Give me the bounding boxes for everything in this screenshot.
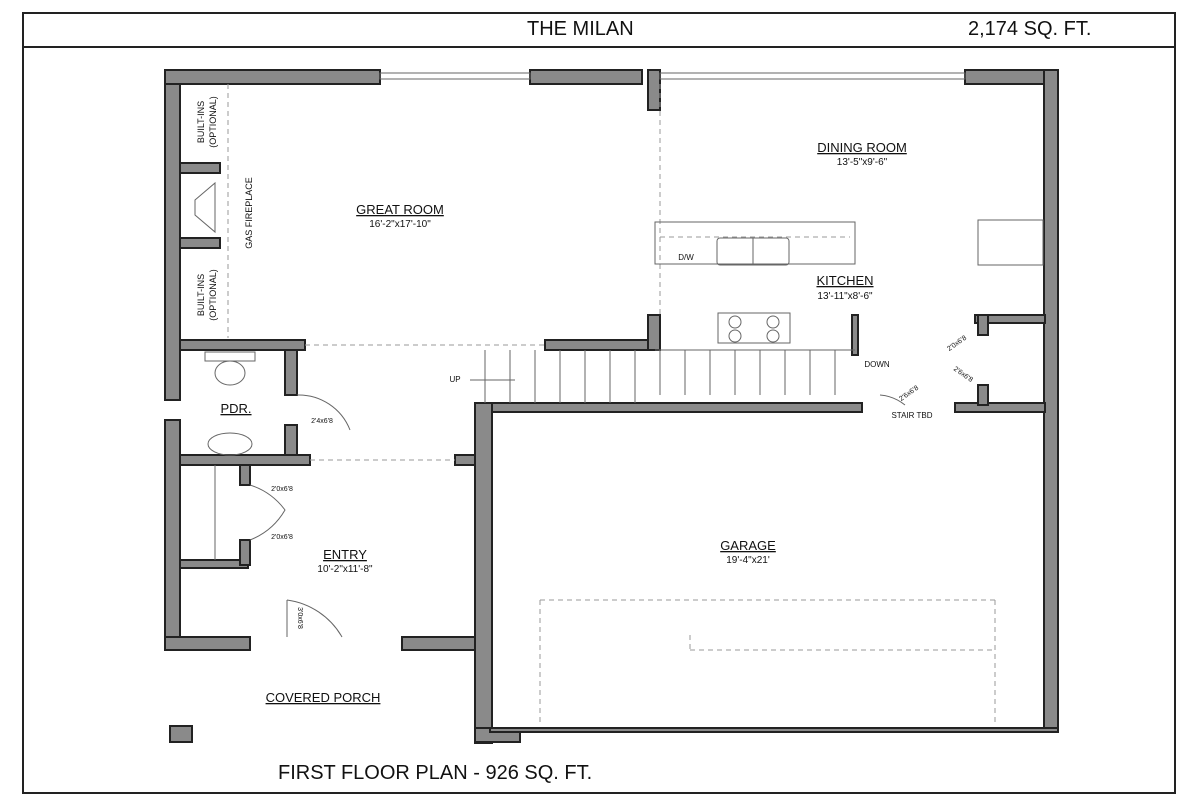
wall <box>474 402 493 744</box>
fireplace-icon <box>194 181 216 234</box>
down-label: DOWN <box>864 360 890 369</box>
wall <box>491 402 863 413</box>
optional-label: (OPTIONAL) <box>208 96 218 148</box>
door-label: 2'6x6'8 <box>898 385 920 403</box>
builtins-label: BUILT-INS <box>196 274 206 316</box>
wall <box>284 349 298 396</box>
wall <box>164 69 181 401</box>
door-label: 2'0x6'8 <box>271 534 293 541</box>
kitchen-name: KITCHEN <box>816 273 873 288</box>
dashed-lines <box>227 84 996 725</box>
garage-size: 19'-4"x21' <box>726 555 770 566</box>
stair-tbd-label: STAIR TBD <box>891 411 932 420</box>
wall <box>954 402 1046 413</box>
wall <box>977 384 989 406</box>
garage-name: GARAGE <box>720 538 776 553</box>
optional-label: (OPTIONAL) <box>208 269 218 321</box>
door-label: 3'0x6'8 <box>296 607 303 629</box>
wall <box>164 636 251 651</box>
wall <box>164 419 181 651</box>
wall <box>544 339 661 351</box>
wall <box>529 69 643 85</box>
toilet-icon <box>214 360 246 386</box>
fixtures <box>194 72 1044 638</box>
entry-size: 10'-2"x11'-8" <box>317 564 373 575</box>
door-swing <box>249 484 286 541</box>
door-swing <box>879 394 906 406</box>
fireplace-wall <box>179 237 221 249</box>
door-label: 2'6x6'8 <box>952 366 974 384</box>
up-label: UP <box>449 375 460 384</box>
stairs <box>470 349 855 403</box>
wall <box>164 69 381 85</box>
plan-title: THE MILAN <box>527 18 634 40</box>
sink-icon <box>207 432 253 456</box>
porch-name: COVERED PORCH <box>266 690 381 705</box>
counter <box>977 219 1044 266</box>
kitchen-size: 13'-11"x8'-6" <box>817 291 873 302</box>
wall <box>1043 69 1059 731</box>
dining-room-size: 13'-5"x9'-6" <box>837 157 888 168</box>
floor-caption: FIRST FLOOR PLAN - 926 SQ. FT. <box>278 762 593 784</box>
wall <box>179 454 311 466</box>
wall <box>489 727 1059 733</box>
fireplace-label: GAS FIREPLACE <box>244 177 254 249</box>
great-room-size: 16'-2"x17'-10" <box>369 219 431 230</box>
window <box>659 72 966 80</box>
fireplace-wall <box>179 162 221 174</box>
wall <box>179 559 249 569</box>
wall <box>179 339 306 351</box>
door-swing <box>286 599 343 638</box>
door-label: 2'4x6'8 <box>311 418 333 425</box>
door-label: 2'0x6'8 <box>271 486 293 493</box>
dining-room-name: DINING ROOM <box>817 140 907 155</box>
dishwasher-label: D/W <box>678 253 694 262</box>
door-label: 2'0x6'8 <box>946 335 968 353</box>
sheet-border <box>22 12 1176 794</box>
builtins-label: BUILT-INS <box>196 101 206 143</box>
window <box>379 72 531 80</box>
door-swing <box>296 394 351 431</box>
wall <box>239 539 251 566</box>
cooktop-icon <box>717 312 791 344</box>
wall <box>647 69 661 111</box>
kitchen-island <box>654 221 856 265</box>
wall <box>977 314 989 336</box>
total-area: 2,174 SQ. FT. <box>968 18 1092 40</box>
pdr-name: PDR. <box>220 401 251 416</box>
wall <box>647 314 661 351</box>
wall <box>974 314 1046 324</box>
wall <box>454 454 476 466</box>
wall <box>239 464 251 486</box>
great-room-name: GREAT ROOM <box>356 202 444 217</box>
porch-post <box>169 725 193 743</box>
entry-name: ENTRY <box>323 547 367 562</box>
wall <box>851 314 859 356</box>
title-bar <box>22 12 1176 48</box>
walls <box>164 69 1059 744</box>
